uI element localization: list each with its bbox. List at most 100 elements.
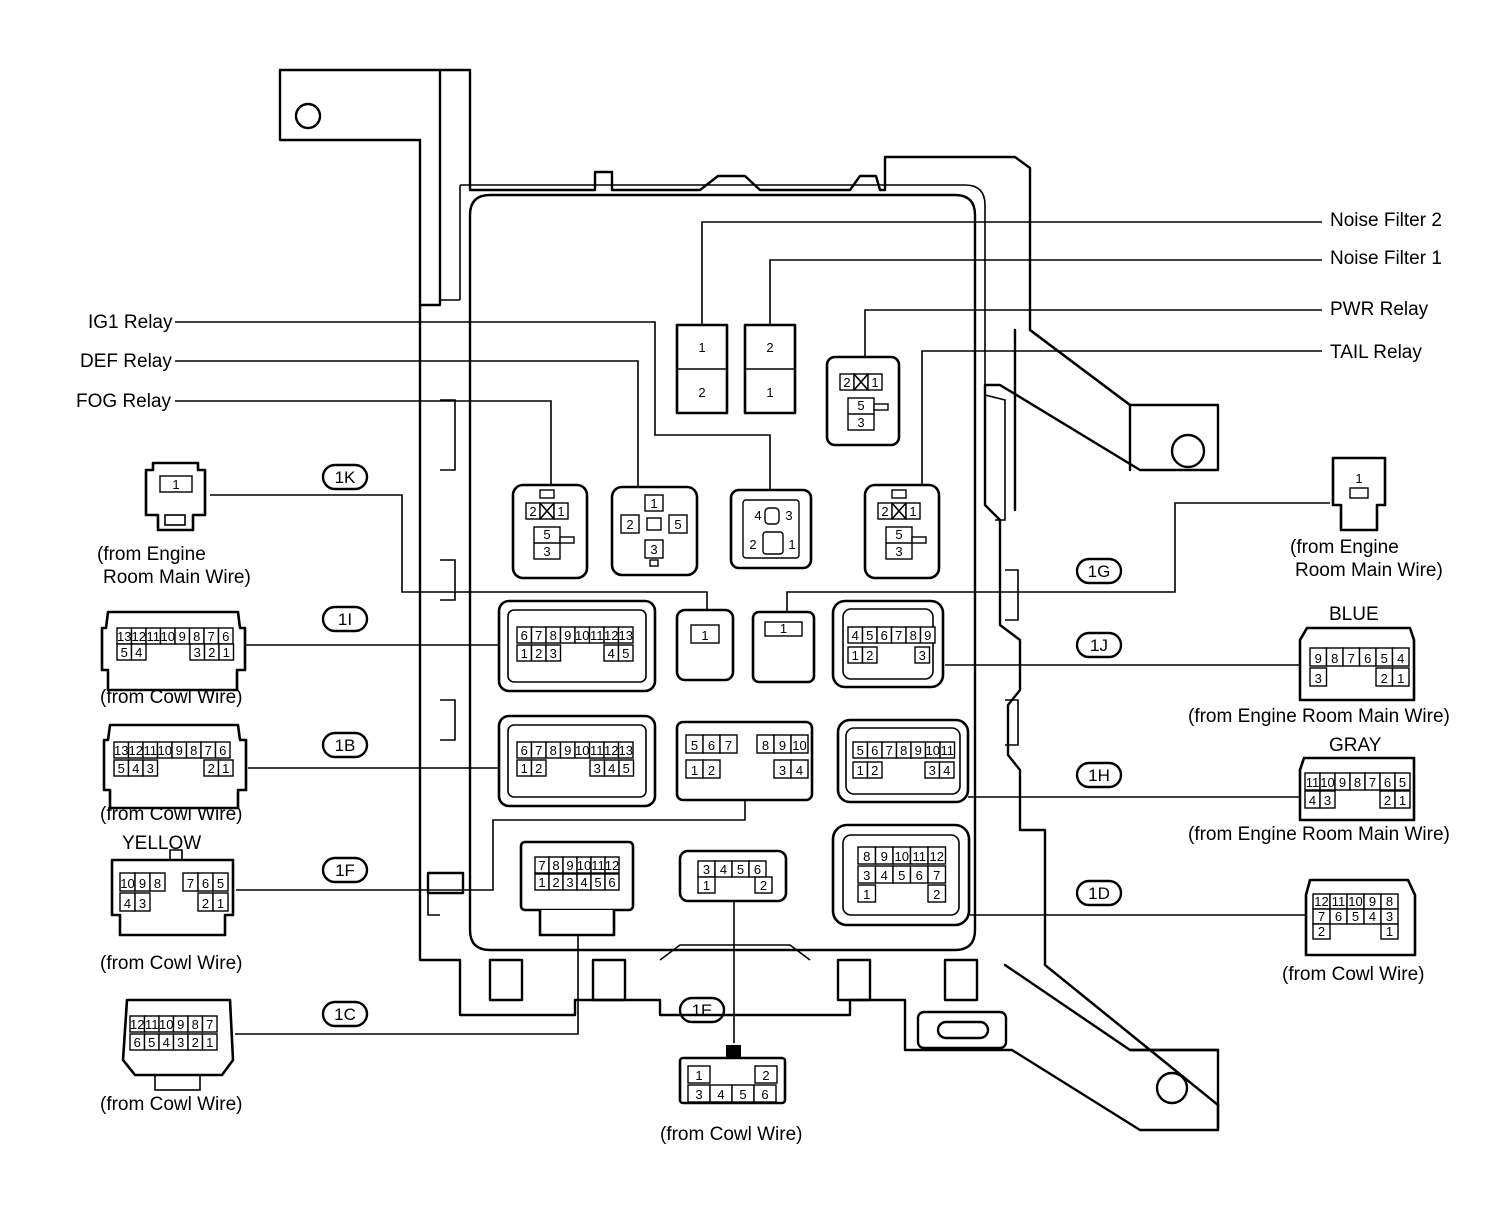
pin-number: 2 (202, 896, 209, 911)
pin-cell (914, 646, 931, 664)
pin-number: 2 (535, 761, 542, 776)
pin-number: 2 (760, 878, 767, 893)
pin-number: 7 (205, 743, 212, 758)
pin-cell (927, 884, 947, 903)
pin-number: 8 (190, 743, 197, 758)
svg-text:2: 2 (698, 385, 705, 400)
pin-number: 10 (161, 629, 175, 644)
svg-text:2: 2 (529, 504, 536, 519)
tag-1f: 1F (321, 856, 369, 884)
pin-number: 2 (762, 1068, 769, 1083)
svg-text:1F: 1F (335, 861, 355, 880)
pin-cell (1391, 667, 1410, 687)
pin-number: 8 (762, 738, 769, 753)
pin-cell (617, 644, 634, 662)
1g-source-line2: Room Main Wire) (1295, 560, 1443, 581)
pin-number: 5 (121, 645, 128, 660)
pin-number: 1 (206, 1035, 213, 1050)
pin-number: 6 (521, 628, 528, 643)
svg-text:1: 1 (698, 340, 705, 355)
pin-number: 3 (929, 763, 936, 778)
pin-number: 12 (132, 629, 146, 644)
pin-number: 1 (703, 878, 710, 893)
jack-1h-housing (836, 718, 970, 804)
pin-number: 4 (124, 896, 131, 911)
svg-text:3: 3 (785, 508, 792, 523)
svg-text:1: 1 (650, 496, 657, 511)
pin-number: 5 (1352, 909, 1359, 924)
pin-number: 10 (577, 858, 591, 873)
pin-number: 3 (177, 1035, 184, 1050)
pin-number: 3 (194, 645, 201, 660)
pin-number: 9 (179, 629, 186, 644)
pin-number: 5 (118, 761, 125, 776)
1k-source-line1: (from Engine (97, 544, 206, 565)
svg-text:1C: 1C (334, 1005, 356, 1024)
pin-number: 12 (604, 743, 618, 758)
pin-number: 6 (708, 738, 715, 753)
pin-number: 6 (134, 1035, 141, 1050)
noise-filter-1-label: Noise Filter 1 (1330, 248, 1442, 269)
pin-number: 8 (550, 743, 557, 758)
pin-number: 5 (594, 875, 601, 890)
pin-number: 9 (1369, 894, 1376, 909)
svg-text:1I: 1I (338, 610, 352, 629)
pin-cell (919, 626, 936, 644)
pin-number: 2 (866, 648, 873, 663)
pin-number: 8 (192, 1017, 199, 1032)
pin-number: 11 (1332, 894, 1346, 909)
pin-number: 1 (521, 646, 528, 661)
pin-number: 4 (717, 1087, 724, 1102)
pin-cell (212, 892, 229, 912)
pin-number: 10 (575, 743, 589, 758)
pin-number: 6 (916, 868, 923, 883)
svg-text:1: 1 (557, 504, 564, 519)
connector-1g-plug: 1 (1331, 456, 1387, 532)
pin-number: 6 (1384, 775, 1391, 790)
pin-number: 4 (943, 763, 950, 778)
svg-text:5: 5 (543, 527, 550, 542)
pin-number: 11 (591, 858, 605, 873)
pin-number: 12 (605, 858, 619, 873)
fog-relay: 2 1 5 3 (511, 483, 589, 580)
1f-color-label: YELLOW (122, 833, 201, 854)
pwr-relay-label: PWR Relay (1330, 299, 1429, 320)
tag-1g: 1G (1075, 557, 1123, 585)
pin-number: 1 (695, 1068, 702, 1083)
pin-cell (618, 759, 635, 777)
pin-number: 3 (139, 896, 146, 911)
pin-number: 5 (1381, 651, 1388, 666)
tag-1i: 1I (321, 605, 369, 633)
pin-number: 10 (792, 738, 806, 753)
pin-cell (1394, 772, 1411, 791)
svg-text:4: 4 (754, 508, 761, 523)
pin-number: 12 (604, 628, 618, 643)
pin-number: 8 (863, 849, 870, 864)
pin-number: 5 (623, 761, 630, 776)
pin-number: 7 (187, 876, 194, 891)
svg-text:1: 1 (172, 477, 179, 492)
svg-text:2: 2 (626, 517, 633, 532)
svg-text:2: 2 (843, 375, 850, 390)
connector-tags: 1K 1I 1B 1F 1C 1E 1G 1J 1H 1D (321, 463, 1123, 1028)
pin-number: 4 (580, 875, 587, 890)
pin-number: 2 (871, 763, 878, 778)
pwr-relay: 2 1 5 3 (825, 355, 901, 447)
svg-text:1K: 1K (335, 468, 356, 487)
1e-source-label: (from Cowl Wire) (660, 1124, 803, 1145)
pin-cell (134, 892, 151, 912)
pin-number: 3 (550, 646, 557, 661)
pin-number: 4 (1369, 909, 1376, 924)
pin-cell (702, 759, 721, 779)
